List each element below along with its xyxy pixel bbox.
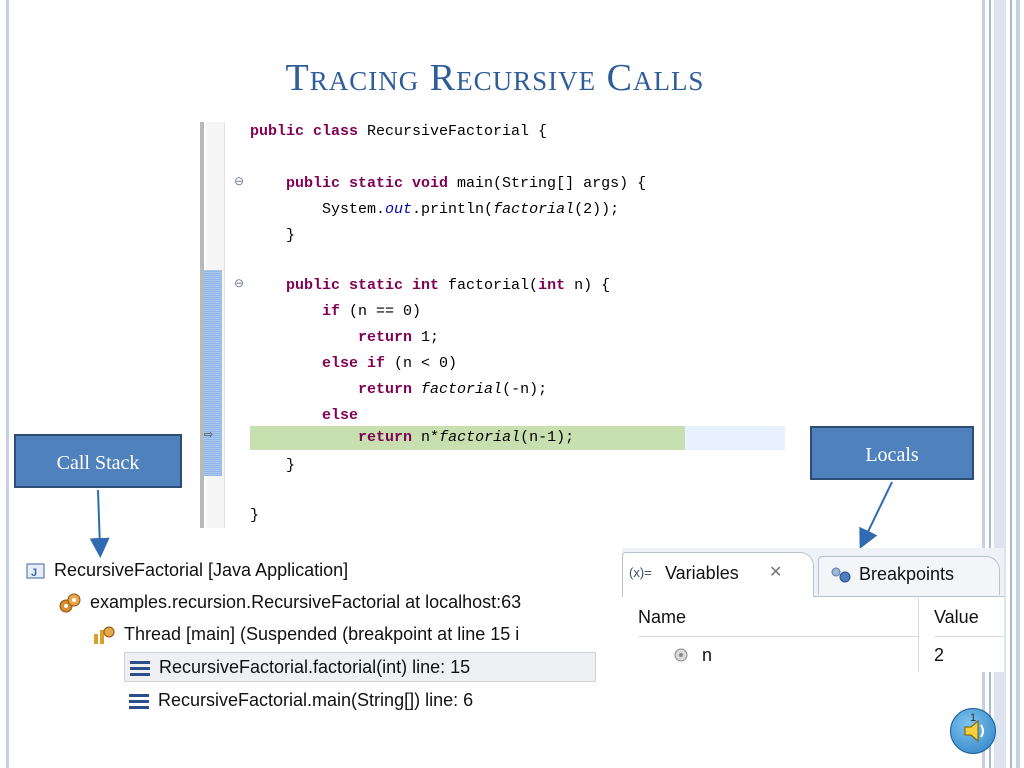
speaker-icon[interactable] <box>950 708 996 754</box>
debug-target-icon <box>59 593 81 613</box>
code-token: public class <box>250 123 368 140</box>
fold-toggle-icon[interactable]: ⊖ <box>234 174 245 188</box>
thread-icon <box>94 626 115 645</box>
cursor-line-highlight <box>685 426 785 450</box>
code-token: out <box>385 201 413 218</box>
slide-title: Tracing Recursive Calls <box>285 57 705 99</box>
code-token: 1; <box>421 329 440 346</box>
page-number: 1 <box>970 712 977 724</box>
code-token: (-n); <box>502 381 548 398</box>
code-line[interactable]: return 1; <box>250 328 439 348</box>
current-line-highlight <box>250 426 685 450</box>
code-line[interactable]: System.out.println(factorial(2)); <box>250 200 619 220</box>
code-line[interactable]: else <box>250 406 358 426</box>
breakpoint-icon <box>831 567 851 583</box>
code-token: public static int <box>286 277 449 294</box>
view-tab-bar: (x)= Variables ✕ Breakpoints <box>622 548 1004 597</box>
code-token: System. <box>250 201 386 218</box>
code-line[interactable]: public static int factorial(int n) { <box>250 276 610 296</box>
close-tab-icon[interactable]: ✕ <box>769 564 783 581</box>
stack-frame-factorial[interactable]: RecursiveFactorial.factorial(int) line: … <box>124 652 596 682</box>
code-token: public static void <box>286 175 458 192</box>
code-token: (n-1); <box>520 429 575 446</box>
code-token: factorial <box>421 381 503 398</box>
variables-view: (x)= Variables ✕ Breakpoints Name Value … <box>622 548 1004 672</box>
call-stack-arrow <box>89 489 110 558</box>
speaker-glyph <box>964 719 984 743</box>
variables-icon: (x)= <box>629 565 652 580</box>
code-token: else <box>322 407 359 424</box>
code-line[interactable]: return factorial(-n); <box>250 380 547 400</box>
instruction-pointer-icon: ⇨ <box>204 429 214 441</box>
fold-toggle-icon[interactable]: ⊖ <box>234 276 245 290</box>
stack-item-thread[interactable]: Thread [main] (Suspended (breakpoint at … <box>92 620 519 648</box>
code-token: if <box>322 303 350 320</box>
column-header-name[interactable]: Name <box>638 598 918 637</box>
code-token: RecursiveFactorial { <box>367 123 548 140</box>
code-line[interactable]: } <box>250 456 295 476</box>
slide-left-border <box>6 0 9 768</box>
tab-breakpoints[interactable]: Breakpoints <box>818 556 1000 595</box>
execution-range-marker <box>204 270 222 476</box>
code-line[interactable]: else if (n < 0) <box>250 354 457 374</box>
code-token: } <box>250 227 296 244</box>
code-token: factorial <box>493 201 575 218</box>
call-stack-callout: Call Stack <box>14 434 182 488</box>
java-app-icon: J <box>26 563 45 579</box>
code-line[interactable]: } <box>250 226 295 246</box>
variable-value: 2 <box>934 645 945 665</box>
code-token: (2)); <box>574 201 620 218</box>
stack-frame-icon <box>130 661 150 677</box>
code-token: factorial <box>439 429 521 446</box>
locals-callout: Locals <box>810 426 974 480</box>
code-token: n* <box>421 429 440 446</box>
code-token: factorial( <box>448 277 539 294</box>
stack-frame-main[interactable]: RecursiveFactorial.main(String[]) line: … <box>128 686 473 714</box>
code-line[interactable]: public static void main(String[] args) { <box>250 174 646 194</box>
code-token: int <box>538 277 575 294</box>
code-line[interactable]: if (n == 0) <box>250 302 421 322</box>
svg-text:J: J <box>31 567 37 579</box>
code-token: return <box>358 429 422 446</box>
code-token: (n == 0) <box>349 303 422 320</box>
code-line[interactable]: public class RecursiveFactorial { <box>250 122 547 142</box>
column-divider <box>918 598 919 672</box>
code-editor[interactable]: ⇨ ⊖ ⊖ public class RecursiveFactorial { … <box>200 122 790 528</box>
tab-variables[interactable]: (x)= Variables ✕ <box>622 552 814 597</box>
locals-arrow <box>859 481 893 550</box>
variable-icon <box>674 648 688 662</box>
code-token: return <box>358 381 422 398</box>
variable-name: n <box>702 645 713 665</box>
code-line[interactable]: } <box>250 506 259 526</box>
code-token: } <box>250 457 296 474</box>
stack-item-target[interactable]: examples.recursion.RecursiveFactorial at… <box>58 588 521 616</box>
stack-frame-icon <box>129 694 149 710</box>
code-token: else if <box>322 355 395 372</box>
code-token: } <box>250 507 260 524</box>
code-line[interactable]: return n*factorial(n-1); <box>250 428 574 448</box>
code-token: main(String[] args) { <box>457 175 647 192</box>
code-token: (n < 0) <box>394 355 458 372</box>
code-token: n) { <box>574 277 611 294</box>
column-header-value[interactable]: Value <box>934 598 1004 637</box>
code-token: .println( <box>412 201 494 218</box>
code-token: return <box>358 329 422 346</box>
editor-gutter <box>200 122 204 528</box>
table-row[interactable]: n 2 <box>622 638 1004 672</box>
